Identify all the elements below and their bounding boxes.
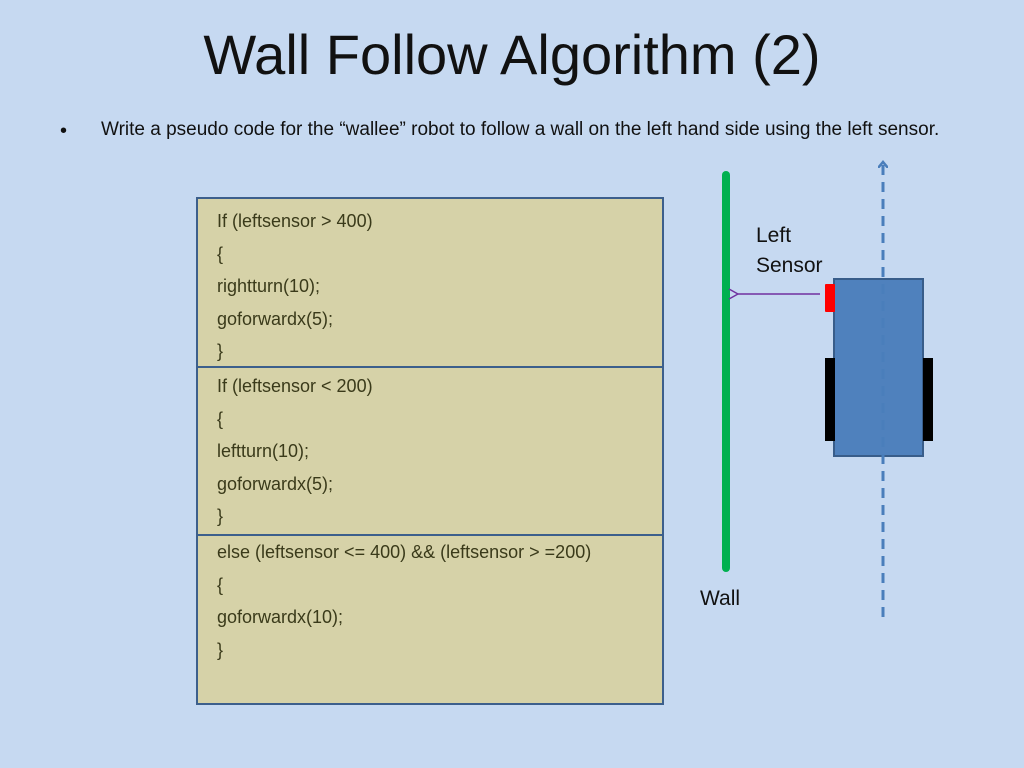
code-line: If (leftsensor > 400): [217, 211, 373, 231]
code-block-forward: else (leftsensor <= 400) && (leftsensor …: [198, 536, 662, 705]
slide-title: Wall Follow Algorithm (2): [203, 23, 821, 86]
code-line: }: [217, 341, 224, 361]
robot-body: [833, 278, 924, 457]
robot-wheel-left: [825, 358, 835, 441]
code-line: }: [217, 639, 224, 660]
code-line: If (leftsensor < 200): [217, 376, 373, 396]
code-line: goforwardx(10);: [217, 607, 344, 627]
code-line: {: [217, 408, 224, 429]
code-line: goforwardx(5);: [217, 308, 334, 329]
code-line: else (leftsensor <= 400) && (leftsensor …: [217, 542, 592, 562]
code-line: {: [217, 574, 224, 595]
code-line: leftturn(10);: [217, 441, 310, 461]
bullet-text: Write a pseudo code for the “wallee” rob…: [101, 119, 940, 140]
left-sensor: [825, 284, 835, 312]
code-line: rightturn(10);: [217, 276, 321, 296]
robot-wheel-right: [923, 358, 933, 441]
code-line: {: [217, 243, 224, 264]
wall-label: Wall: [700, 587, 741, 610]
code-line: goforwardx(5);: [217, 473, 334, 494]
sensor-label-line2: Sensor: [756, 254, 823, 277]
code-block-right-turn: If (leftsensor > 400) { rightturn(10); g…: [198, 199, 662, 368]
code-block-left-turn: If (leftsensor < 200) { leftturn(10); go…: [198, 368, 662, 536]
code-line: }: [217, 506, 224, 526]
pseudo-code-box: If (leftsensor > 400) { rightturn(10); g…: [196, 197, 664, 705]
bullet-marker: •: [60, 120, 68, 142]
sensor-label-line1: Left: [756, 224, 792, 247]
